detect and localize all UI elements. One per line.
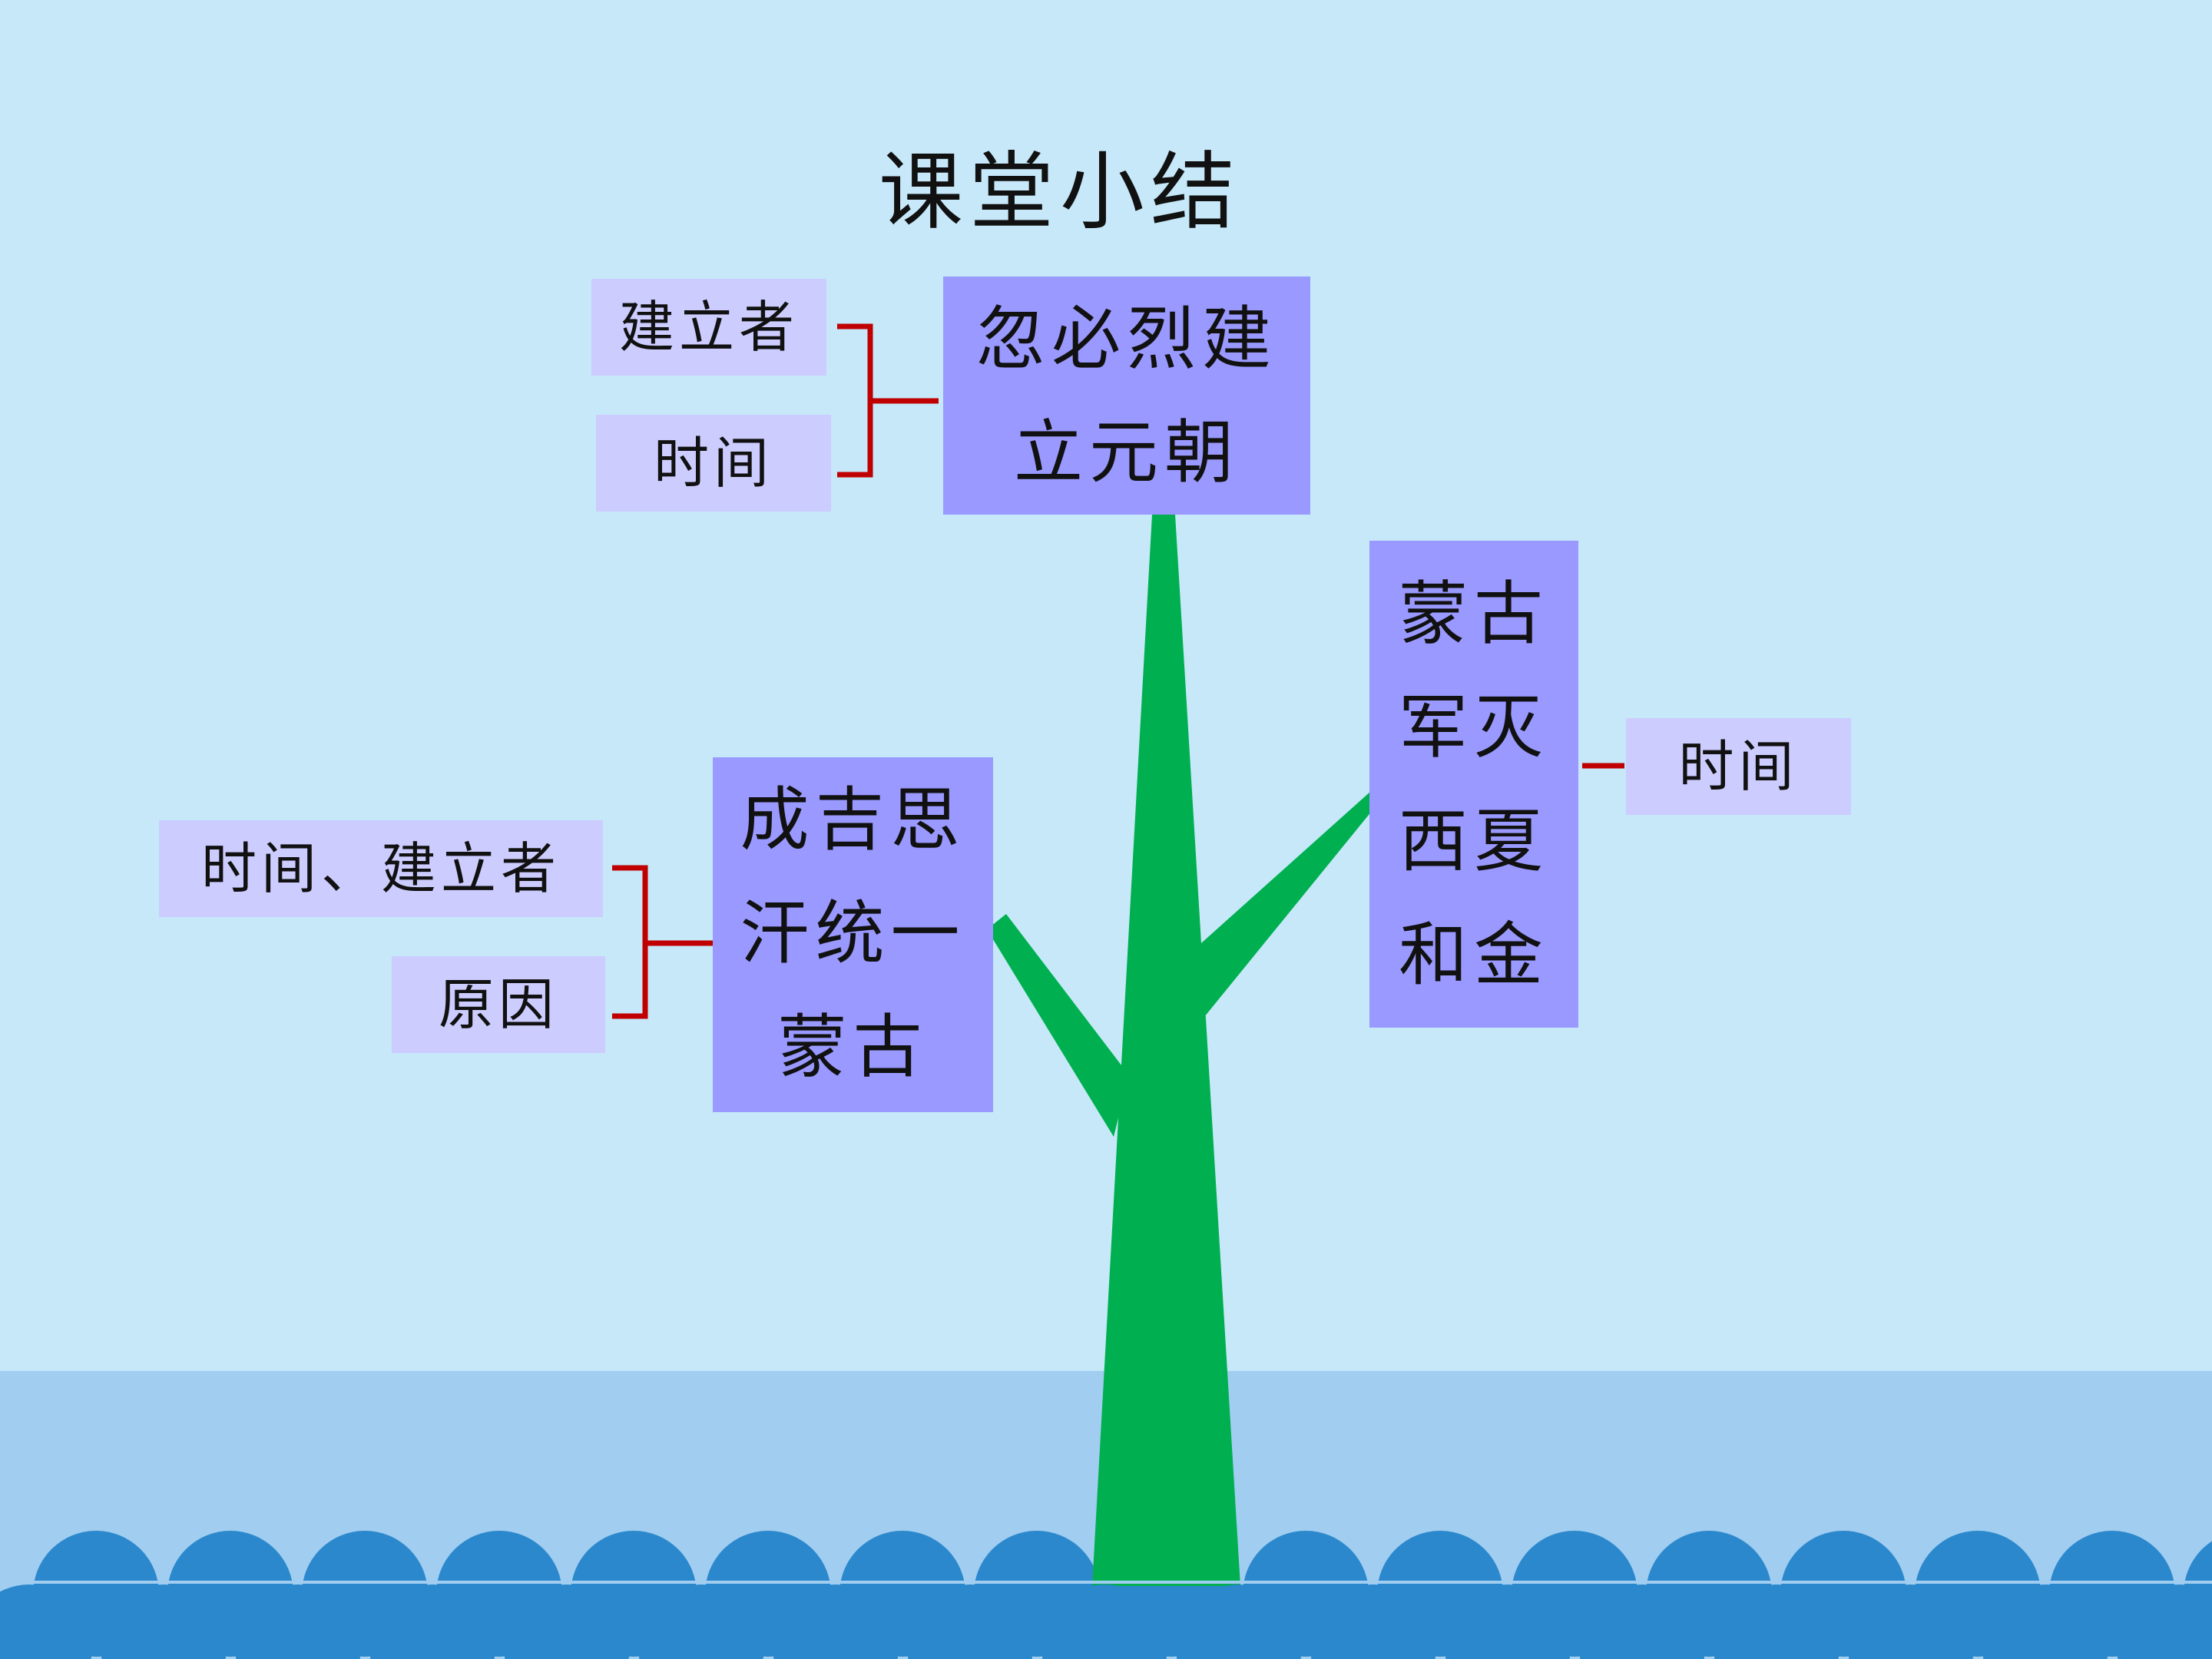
wave-row-front	[0, 1584, 2212, 1659]
wave-scallop-front	[1714, 1584, 1839, 1659]
main-node-top-line-2: 立元朝	[1014, 412, 1240, 493]
main-node-left-line-3: 蒙古	[777, 1007, 929, 1088]
wave-scallop-front	[1445, 1584, 1571, 1659]
wave-scallop-front	[504, 1584, 630, 1659]
main-node-top: 忽必烈建 立元朝	[943, 276, 1310, 515]
wave-scallop-front	[235, 1584, 361, 1659]
wave-scallop-front	[638, 1584, 764, 1659]
page-title: 课堂小结	[879, 143, 1241, 241]
attr-top-founder: 建立者	[591, 279, 826, 376]
wave-scallop-front	[1982, 1584, 2108, 1659]
wave-scallop-front	[0, 1584, 92, 1659]
attr-top-time: 时间	[596, 415, 831, 512]
main-node-left-line-2: 汗统一	[740, 893, 966, 974]
wave-scallop-front	[1041, 1584, 1167, 1659]
main-node-right-line-4: 和金	[1399, 915, 1549, 995]
bracket-top	[837, 323, 939, 478]
tree-trunk	[1092, 515, 1240, 1586]
main-node-right: 蒙古 军灭 西夏 和金	[1369, 541, 1578, 1028]
main-node-right-line-2: 军灭	[1399, 687, 1549, 768]
main-node-right-line-3: 西夏	[1399, 801, 1549, 882]
wave-scallop-front	[773, 1584, 899, 1659]
wave-scallop-front	[101, 1584, 227, 1659]
wave-scallop-front	[1176, 1584, 1302, 1659]
attr-left-time-founder: 时间、建立者	[159, 820, 603, 917]
tree-branch-right	[1187, 791, 1379, 1029]
attr-left-reason: 原因	[392, 956, 605, 1053]
wave-scallop-front	[369, 1584, 495, 1659]
wave-scallop-front	[1310, 1584, 1436, 1659]
wave-scallop-front	[2117, 1584, 2212, 1659]
attr-right-time: 时间	[1626, 718, 1851, 815]
wave-scallop-front	[1579, 1584, 1705, 1659]
wave-scallop-front	[907, 1584, 1033, 1659]
wave-divider	[0, 1581, 2212, 1584]
wave-scallop-front	[1848, 1584, 1974, 1659]
main-node-left-line-1: 成吉思	[740, 780, 966, 860]
main-node-left: 成吉思 汗统一 蒙古	[713, 757, 993, 1112]
bracket-left	[612, 865, 714, 1019]
main-node-right-line-1: 蒙古	[1399, 574, 1549, 654]
tree-branch-left	[987, 914, 1129, 1137]
main-node-top-line-1: 忽必烈建	[976, 299, 1277, 379]
